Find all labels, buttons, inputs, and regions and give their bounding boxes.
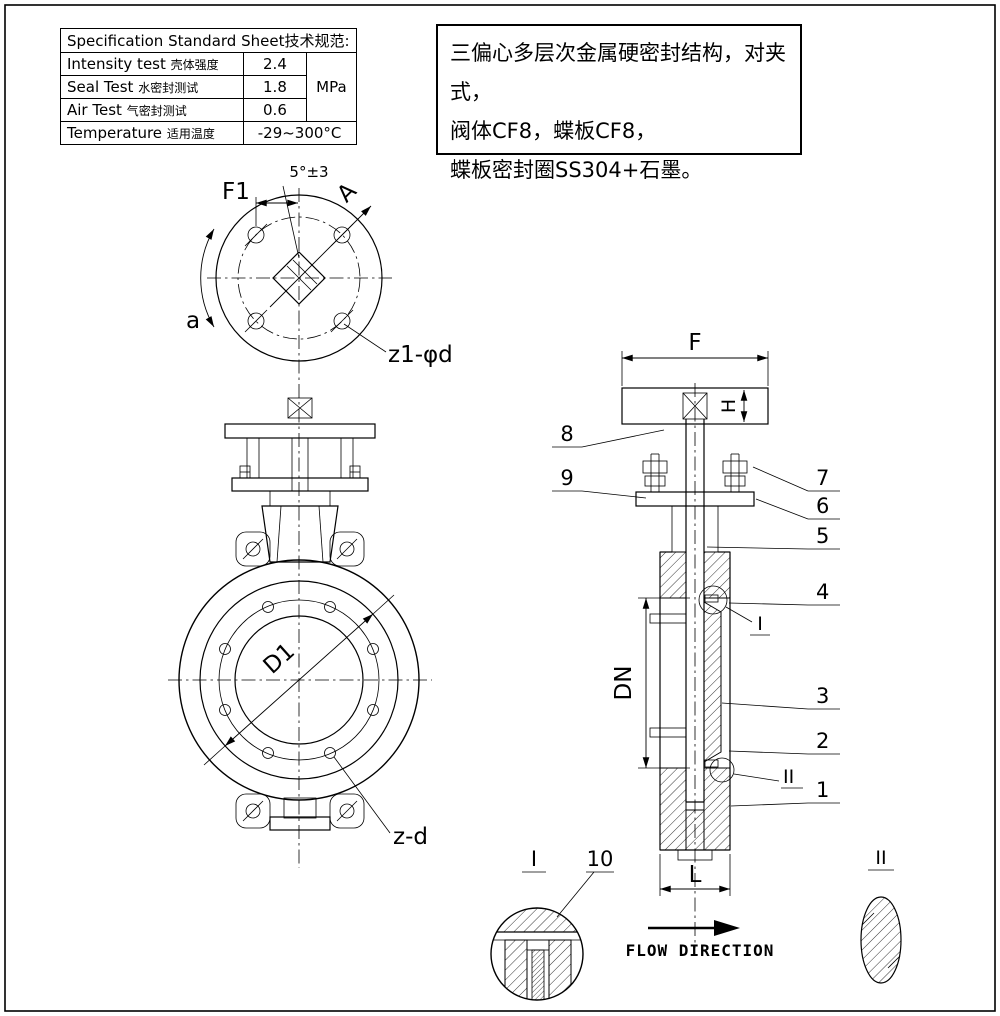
callout-5: 5 <box>816 524 829 548</box>
callout-10: 10 <box>587 847 614 871</box>
sheet-frame <box>4 4 996 1012</box>
gland-flange <box>635 491 755 507</box>
table-row: Air Test 气密封测试 0.6 <box>60 98 357 122</box>
material-notes: 三偏心多层次金属硬密封结构，对夹式， 阀体CF8，蝶板CF8， 蝶板密封圈SS3… <box>436 24 802 182</box>
dim-label-f: F <box>688 330 701 356</box>
row-value: 2.4 <box>242 52 308 76</box>
body-lugs <box>235 531 365 829</box>
row-value: 1.8 <box>242 75 308 99</box>
flow-direction-label: FLOW DIRECTION <box>626 941 775 960</box>
callouts-left: 8 9 <box>552 422 665 499</box>
temp-value: -29~300°C <box>242 121 357 145</box>
callout-6: 6 <box>816 494 829 518</box>
row-label-cn: 气密封测试 <box>126 104 187 118</box>
dim-label-z-d: z-d <box>393 824 428 850</box>
callout-3: 3 <box>816 684 829 708</box>
detail-i-title: I <box>531 847 537 871</box>
note-line-2: 阀体CF8，蝶板CF8， <box>450 119 657 143</box>
dim-label-d1: D1 <box>259 638 300 679</box>
callout-2: 2 <box>816 729 829 753</box>
dim-label-a-diagonal: A <box>332 178 362 208</box>
row-label-en: Seal Test <box>67 78 134 96</box>
callout-8: 8 <box>560 422 573 446</box>
spec-table-title: Specification Standard Sheet技术规范: <box>60 28 357 53</box>
dim-label-angle-tolerance: 5°±3 <box>289 163 328 181</box>
dim-label-h: H <box>718 399 740 413</box>
spec-table: Specification Standard Sheet技术规范: Intens… <box>60 28 357 145</box>
dim-label-dn: DN <box>611 666 637 701</box>
detail-i-view: I 10 <box>490 847 614 1001</box>
dim-label-f1: F1 <box>222 179 250 205</box>
stem-mounting-stack <box>224 397 376 563</box>
detail-ii-view: II <box>860 847 902 984</box>
callout-7: 7 <box>816 466 829 490</box>
section-view: F H <box>552 330 840 960</box>
body-section <box>659 506 731 861</box>
detail-ii-marker <box>709 757 735 783</box>
unit-cell: MPa <box>306 52 357 122</box>
row-label-en: Air Test <box>67 101 122 119</box>
detail-ii-title: II <box>875 847 886 869</box>
callout-9: 9 <box>560 466 573 490</box>
top-plate <box>621 387 769 425</box>
dim-label-z1-d: z1-φd <box>388 342 453 368</box>
row-label-cn: 壳体强度 <box>170 58 219 72</box>
row-label-cn: 水密封测试 <box>138 81 199 95</box>
table-row: Intensity test 壳体强度 2.4 MPa <box>60 52 357 122</box>
gland-bolts <box>642 453 748 492</box>
callout-1: 1 <box>816 778 829 802</box>
flow-arrow <box>714 920 740 936</box>
dim-label-l: L <box>689 862 702 888</box>
row-label-en: Intensity test <box>67 55 166 73</box>
bottom-stub <box>269 797 331 831</box>
callouts-right: 7 6 5 4 3 2 1 <box>706 466 840 807</box>
note-line-3: 蝶板密封圈SS304+石墨。 <box>450 158 703 182</box>
detail-i-ref-label: I <box>757 613 763 635</box>
temp-label-cn: 适用温度 <box>166 127 215 141</box>
disc-section <box>649 594 722 768</box>
dim-label-a-arc: a <box>186 308 200 334</box>
stem-square-top-view <box>272 251 326 305</box>
note-line-1: 三偏心多层次金属硬密封结构，对夹式， <box>450 41 786 104</box>
table-row: Temperature 适用温度 -29~300°C <box>60 121 357 145</box>
detail-ii-ref-label: II <box>783 766 794 788</box>
table-row: Seal Test 水密封测试 1.8 <box>60 75 357 99</box>
front-flange-view: A F1 5°±3 a z1-φd <box>186 163 453 368</box>
callout-4: 4 <box>816 580 829 604</box>
temp-label-en: Temperature <box>67 124 163 142</box>
front-main-view: D1 z-d <box>168 397 432 850</box>
detail-i-marker <box>698 585 728 615</box>
